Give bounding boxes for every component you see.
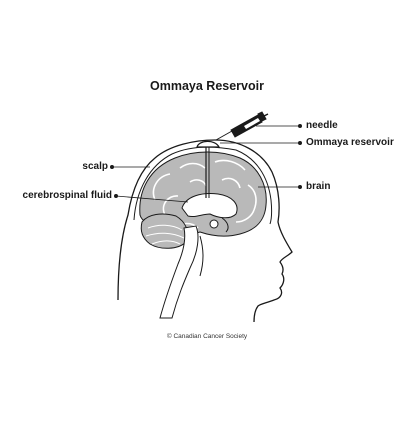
diagram-title: Ommaya Reservoir xyxy=(150,79,264,93)
head-outline xyxy=(117,139,293,323)
ommaya-reservoir-dome xyxy=(196,140,220,148)
cerebellum xyxy=(140,213,189,249)
brainstem xyxy=(159,225,199,319)
brain-folds xyxy=(152,159,257,229)
cerebrospinal-fluid-label: cerebrospinal fluid xyxy=(22,190,112,201)
copyright-credit: © Canadian Cancer Society xyxy=(166,333,248,340)
ommaya-reservoir-label: Ommaya reservoir xyxy=(306,137,394,148)
scalp-line xyxy=(133,146,273,225)
csf-leader xyxy=(115,195,189,203)
scalp-label: scalp xyxy=(82,161,108,172)
brain-label: brain xyxy=(306,181,331,192)
syringe xyxy=(215,111,269,141)
ventricle xyxy=(181,193,238,219)
needle-label: needle xyxy=(306,120,338,131)
pituitary-shape xyxy=(209,219,219,229)
